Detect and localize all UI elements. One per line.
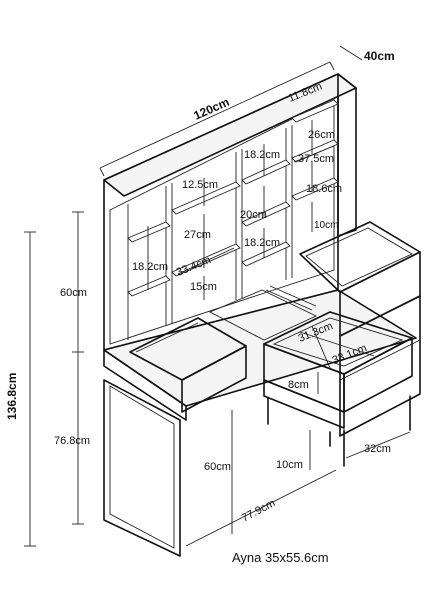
shelf (241, 201, 291, 227)
dim-tick (99, 167, 105, 177)
left-cabinet-front (103, 349, 187, 421)
mirror-compartment (208, 289, 318, 341)
hutch (103, 73, 357, 351)
hutch-inner-frame (109, 97, 335, 345)
shelf (291, 99, 339, 123)
label-width: 120cm (192, 95, 232, 123)
label-center-bottom: 15cm (190, 281, 217, 293)
left-leg-frame (103, 379, 181, 557)
label-mirror-hole: 33.4cm (175, 254, 213, 279)
label-total-height: 136.8cm (5, 373, 19, 420)
dim-line (293, 145, 335, 163)
label-drawer-height: 8cm (288, 379, 309, 391)
label-hutch-height: 60cm (60, 287, 87, 299)
dim-line (177, 247, 235, 275)
label-right-lower: 18.6cm (306, 183, 342, 195)
open-drawer-inner (272, 317, 404, 367)
drawer-split (339, 339, 421, 381)
label-rc-upper: 18.2cm (244, 149, 280, 161)
shelf (127, 221, 171, 243)
lower-drawer (263, 379, 345, 429)
label-rc-middle: 20cm (240, 209, 267, 221)
label-right-bottom: 10cm (314, 220, 338, 231)
dim-line-inner-width (185, 469, 337, 547)
desk-top (103, 289, 417, 407)
open-drawer-front (343, 337, 413, 413)
label-left-shelf: 18.2cm (132, 261, 168, 273)
dim-line-width (99, 61, 331, 169)
label-inner-width: 77.9cm (240, 497, 277, 525)
shelf (241, 241, 291, 267)
label-depth: 40cm (364, 49, 395, 63)
dim-tick (329, 61, 335, 71)
shelf (241, 159, 291, 185)
right-pedestal-body (339, 295, 421, 437)
shelf (291, 177, 339, 201)
shelf (171, 181, 241, 215)
drawer-divider (299, 331, 375, 357)
label-center-middle: 27cm (184, 229, 211, 241)
dim-line-right-depth (345, 431, 411, 459)
right-top-drawer-inner (305, 227, 413, 287)
label-rc-lower: 18.2cm (244, 237, 280, 249)
label-right-depth: 32cm (364, 443, 391, 455)
label-desk-height: 76.8cm (54, 435, 90, 447)
mirror-rail (269, 285, 317, 307)
dimension-lines (24, 45, 411, 547)
label-left-leg: 60cm (204, 461, 231, 473)
left-drawer-front (181, 345, 247, 413)
dim-line-depth (339, 45, 363, 61)
shelf (171, 243, 241, 277)
left-drawer-inner-edge (135, 322, 199, 353)
hutch-right-side (337, 73, 357, 237)
mirror-rail (265, 289, 313, 311)
desk (103, 221, 421, 557)
left-leg-frame-inner (109, 385, 175, 549)
shelf (291, 139, 339, 163)
label-center-top: 12.5cm (182, 179, 218, 191)
label-mirror: Ayna 35x55.6cm (232, 550, 329, 565)
label-foot: 10cm (276, 459, 303, 471)
label-right-width: 37.5cm (298, 153, 334, 165)
drawer-divider (311, 325, 331, 369)
label-right-upper: 26cm (308, 129, 335, 141)
shelf (127, 275, 171, 297)
